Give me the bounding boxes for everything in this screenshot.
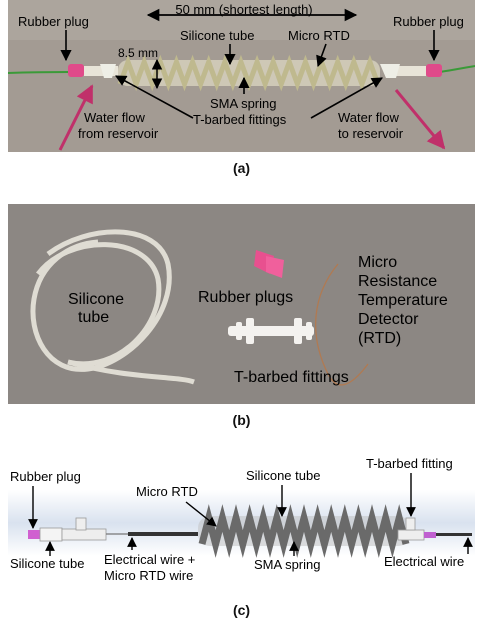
water-flow-out-label-1: Water flow bbox=[338, 110, 400, 125]
micro-rtd-label: Micro RTD bbox=[288, 28, 350, 43]
water-flow-in-label-1: Water flow bbox=[84, 110, 146, 125]
panel-a-label: (a) bbox=[232, 160, 251, 176]
t-barbed-fittings-label: T-barbed fittings bbox=[193, 112, 287, 127]
sma-spring-coil-c bbox=[198, 504, 410, 558]
rubber-plug-c bbox=[28, 530, 40, 539]
rtd-label-4: Detector bbox=[358, 311, 419, 328]
panel-b-photo: Silicone tube Rubber plugs T-barbed fitt… bbox=[8, 204, 475, 404]
rubber-plug-label-c: Rubber plug bbox=[10, 469, 81, 484]
electrical-wire-label-c: Electrical wire bbox=[384, 554, 464, 569]
sma-spring-label-c: SMA spring bbox=[254, 557, 320, 572]
silicone-tube-top-label-c: Silicone tube bbox=[246, 468, 320, 483]
silicone-tube-label-c: Silicone tube bbox=[10, 556, 84, 571]
t-barbed-fittings-label-b: T-barbed fittings bbox=[234, 369, 349, 386]
diameter-label: 8.5 mm bbox=[118, 46, 158, 60]
water-flow-out-label-2: to reservoir bbox=[338, 126, 404, 141]
panel-b-illustration: Silicone tube Rubber plugs T-barbed fitt… bbox=[8, 204, 475, 404]
rubber-plug-right-c bbox=[424, 532, 436, 538]
rubber-plug-left bbox=[68, 64, 84, 77]
water-flow-in-label-2: from reservoir bbox=[78, 126, 159, 141]
rtd-label-2: Resistance bbox=[358, 273, 437, 290]
wire-right bbox=[439, 65, 475, 73]
water-flow-in-arrow bbox=[58, 84, 94, 151]
t-barbed-fittings-photo bbox=[228, 318, 314, 344]
silicone-tube-short-c bbox=[39, 527, 63, 542]
panel-b-label: (b) bbox=[232, 412, 251, 428]
wire-label-c-1: Electrical wire + bbox=[104, 552, 195, 567]
wire-left bbox=[8, 71, 71, 74]
panel-c-diagram: Rubber plug Silicone tube Micro RTD Sili… bbox=[8, 450, 475, 595]
panel-c-label: (c) bbox=[232, 602, 251, 618]
wire-right-c bbox=[436, 533, 472, 536]
t-fitting-left-c bbox=[61, 528, 107, 541]
silicone-tube-label: Silicone tube bbox=[180, 28, 254, 43]
silicone-tube-label-1: Silicone bbox=[68, 291, 124, 308]
t-fitting-right-c bbox=[397, 529, 425, 541]
water-flow-out-arrow bbox=[394, 89, 446, 150]
panel-c-illustration: Rubber plug Silicone tube Micro RTD Sili… bbox=[8, 456, 475, 583]
silicone-tube-label-2: tube bbox=[78, 309, 109, 326]
sma-spring-label: SMA spring bbox=[210, 96, 276, 111]
length-label: 50 mm (shortest length) bbox=[175, 2, 312, 17]
silicone-tube-coil bbox=[30, 229, 195, 385]
rtd-wire-photo bbox=[315, 263, 369, 386]
wire-bundle-c bbox=[128, 532, 198, 536]
rubber-plugs-label: Rubber plugs bbox=[198, 289, 293, 306]
rubber-plugs-photo bbox=[254, 250, 284, 278]
rtd-label-1: Micro bbox=[358, 254, 397, 271]
panel-a-illustration: 50 mm (shortest length) 8.5 mm Rubber pl… bbox=[8, 0, 475, 152]
rtd-label-5: (RTD) bbox=[358, 330, 401, 347]
rubber-plug-right bbox=[426, 64, 442, 77]
rubber-plug-right-label: Rubber plug bbox=[393, 14, 464, 29]
rtd-label-3: Temperature bbox=[358, 292, 448, 309]
panel-a-photo: 50 mm (shortest length) 8.5 mm Rubber pl… bbox=[8, 0, 475, 152]
t-fitting-left bbox=[100, 64, 116, 78]
t-barbed-fitting-label-c: T-barbed fitting bbox=[366, 456, 453, 471]
micro-rtd-label-c: Micro RTD bbox=[136, 484, 198, 499]
wire-label-c-2: Micro RTD wire bbox=[104, 568, 193, 583]
rubber-plug-left-label: Rubber plug bbox=[18, 14, 89, 29]
t-fitting-right bbox=[380, 64, 400, 78]
